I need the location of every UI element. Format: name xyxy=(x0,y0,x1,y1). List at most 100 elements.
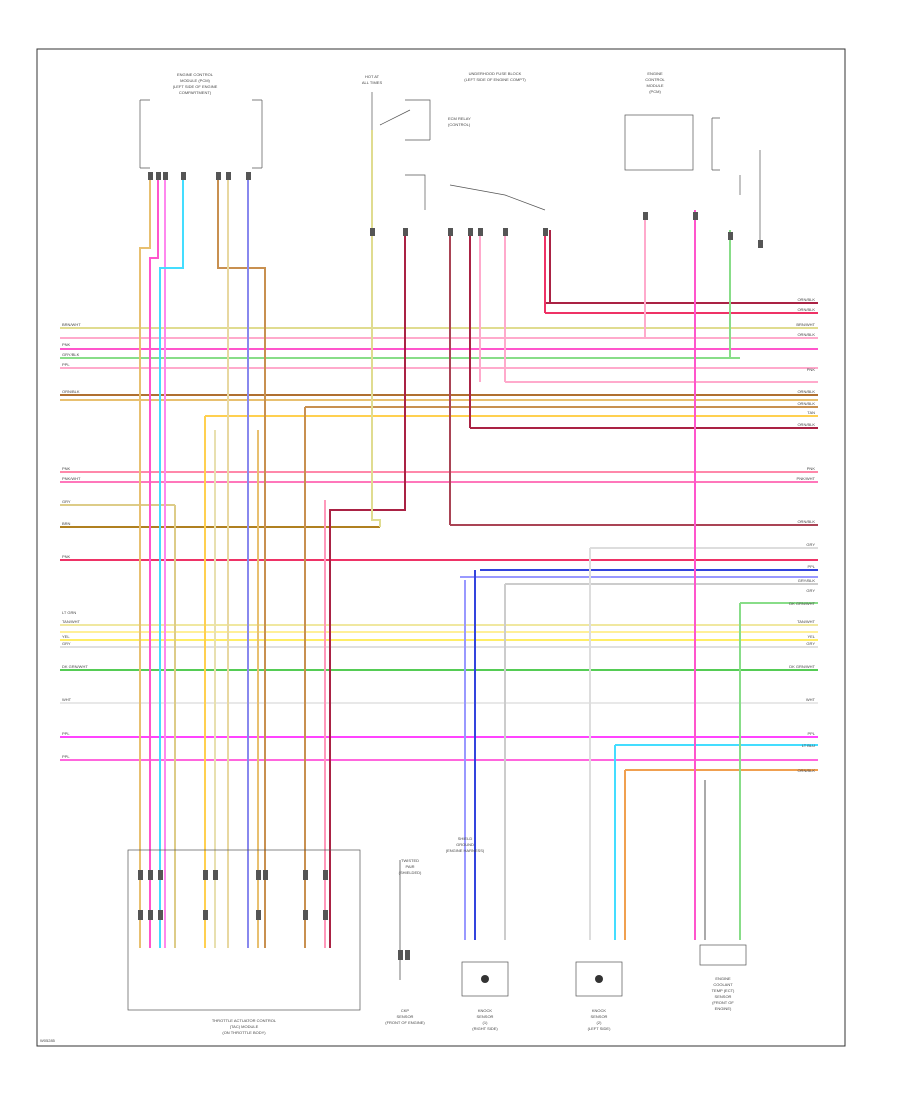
left-label-13: YEL xyxy=(62,634,70,639)
ect-label-4: SENSOR xyxy=(715,994,732,999)
tac-pin-6 xyxy=(256,870,261,880)
wire-v-6 xyxy=(217,180,266,948)
ks1-element xyxy=(481,975,489,983)
ecm-label-4: COMPARTMENT) xyxy=(179,90,212,95)
wire-v-2 xyxy=(149,180,159,948)
left-label-14: GRY xyxy=(62,641,71,646)
right-label-11: PNK/WHT xyxy=(797,476,816,481)
tac-label-2: (TAC) MODULE xyxy=(230,1024,259,1029)
throttle-module: THROTTLE ACTUATOR CONTROL (TAC) MODULE (… xyxy=(127,849,361,1035)
ect-label-6: ENGINE) xyxy=(715,1006,732,1011)
right-label-14: PPL xyxy=(807,564,815,569)
ckp-note-3: (SHIELDED) xyxy=(399,870,422,875)
tac-pin-12 xyxy=(158,910,163,920)
wire-v-4 xyxy=(159,180,184,948)
left-label-17: PPL xyxy=(62,731,70,736)
right-label-9: ORN/BLK xyxy=(797,422,815,427)
fuse-block-top: HOT AT ALL TIMES UNDERHOOD FUSE BLOCK (L… xyxy=(362,71,548,236)
ks2-label-2: SENSOR xyxy=(591,1014,608,1019)
right-label-12: ORN/BLK xyxy=(797,519,815,524)
ks2-element xyxy=(595,975,603,983)
tac-label-1: THROTTLE ACTUATOR CONTROL xyxy=(212,1018,277,1023)
right-wire-labels: ORN/BLK ORN/BLK BRN/WHT ORN/BLK PNK ORN/… xyxy=(789,297,816,773)
right-label-5: PNK xyxy=(807,367,816,372)
fuse-block-label-1: UNDERHOOD FUSE BLOCK xyxy=(469,71,522,76)
ckp-pin-1 xyxy=(398,950,403,960)
fuse-pin-1 xyxy=(370,228,375,236)
horizontal-wires xyxy=(60,302,818,771)
fuse-pin-7 xyxy=(543,228,548,236)
fuse-block-label-2: (LEFT SIDE OF ENGINE COMPT) xyxy=(464,77,526,82)
fuse-pin-4 xyxy=(468,228,473,236)
tac-pin-3 xyxy=(158,870,163,880)
right-label-7: ORN/BLK xyxy=(797,401,815,406)
left-label-9: BRN xyxy=(62,521,71,526)
left-label-1: BRN/WHT xyxy=(62,322,81,327)
right-label-24: LT BLU xyxy=(802,743,815,748)
right-label-21: DK GRN/WHT xyxy=(789,664,815,669)
ecm-top-left: ENGINE CONTROL MODULE (PCM) (LEFT SIDE O… xyxy=(139,72,263,180)
tac-pin-4 xyxy=(203,870,208,880)
wire-v-15 xyxy=(371,130,381,527)
ect-label-1: ENGINE xyxy=(715,976,731,981)
ks1-label-4: (RIGHT SIDE) xyxy=(472,1026,498,1031)
wire-v-14 xyxy=(329,230,406,948)
tac-pin-9 xyxy=(323,870,328,880)
fuse-pin-2 xyxy=(403,228,408,236)
ect-label-5: (FRONT OF xyxy=(712,1000,734,1005)
ckp-pin-2 xyxy=(405,950,410,960)
tac-pin-14 xyxy=(256,910,261,920)
left-label-12: TAN/WHT xyxy=(62,619,80,624)
right-label-22: WHT xyxy=(806,697,816,702)
ks2-label-3: (2) xyxy=(597,1020,603,1025)
pcm-label-1: ENGINE xyxy=(647,71,663,76)
pcm-top-right: ENGINE CONTROL MODULE (PCM) xyxy=(624,71,763,248)
ks2-label-4: (LEFT SIDE) xyxy=(588,1026,611,1031)
tac-pin-16 xyxy=(323,910,328,920)
left-label-3: GRY/BLK xyxy=(62,352,80,357)
tac-pin-7 xyxy=(263,870,268,880)
right-label-17: DK GRN/WHT xyxy=(789,601,815,606)
relay-label-2: (CONTROL) xyxy=(448,122,471,127)
ks1-label-2: SENSOR xyxy=(477,1014,494,1019)
tac-pin-10 xyxy=(138,910,143,920)
left-label-16: WHT xyxy=(62,697,72,702)
pcm-box xyxy=(624,114,694,171)
right-label-4: ORN/BLK xyxy=(797,332,815,337)
tac-label-3: (ON THROTTLE BODY) xyxy=(222,1030,266,1035)
ckp-label-3: (FRONT OF ENGINE) xyxy=(385,1020,425,1025)
ks1-box xyxy=(461,961,509,997)
right-label-25: ORN/BLK xyxy=(797,768,815,773)
fuse-label-2: ALL TIMES xyxy=(362,80,383,85)
ckp-note-1: TWISTED xyxy=(401,858,419,863)
fuse-junction xyxy=(405,174,546,211)
left-label-5: ORN/BLK xyxy=(62,389,80,394)
diagram-frame xyxy=(36,48,846,1047)
left-label-2: PNK xyxy=(62,342,71,347)
ckp-label-2: SENSOR xyxy=(397,1014,414,1019)
ks1-label-1: KNOCK xyxy=(478,1008,493,1013)
right-label-16: GRY xyxy=(806,588,815,593)
ecm-pin-2 xyxy=(156,172,161,180)
vertical-wires xyxy=(139,130,741,980)
pcm-lines xyxy=(739,150,761,240)
pcm-pin-3 xyxy=(728,232,733,240)
right-label-8: TAN xyxy=(807,410,815,415)
tac-pin-8 xyxy=(303,870,308,880)
right-label-20: GRY xyxy=(806,641,815,646)
ecm-label-2: MODULE (PCM) xyxy=(180,78,210,83)
ecm-pin-3 xyxy=(163,172,168,180)
left-label-4: PPL xyxy=(62,362,70,367)
fuse-pin-6 xyxy=(503,228,508,236)
ecm-label-1: ENGINE CONTROL xyxy=(177,72,214,77)
diagram-id: W05285 xyxy=(40,1038,56,1043)
ckp-note-2: PAIR xyxy=(405,864,414,869)
ckp-sensor: TWISTED PAIR (SHIELDED) CKP SENSOR (FRON… xyxy=(385,858,425,1025)
right-label-23: PPL xyxy=(807,731,815,736)
ecm-pin-6 xyxy=(226,172,231,180)
left-label-7: PNK/WHT xyxy=(62,476,81,481)
pcm-label-2: CONTROL xyxy=(645,77,665,82)
relay-switch xyxy=(379,99,431,141)
knock-sensor-2: KNOCK SENSOR (2) (LEFT SIDE) xyxy=(575,961,623,1031)
